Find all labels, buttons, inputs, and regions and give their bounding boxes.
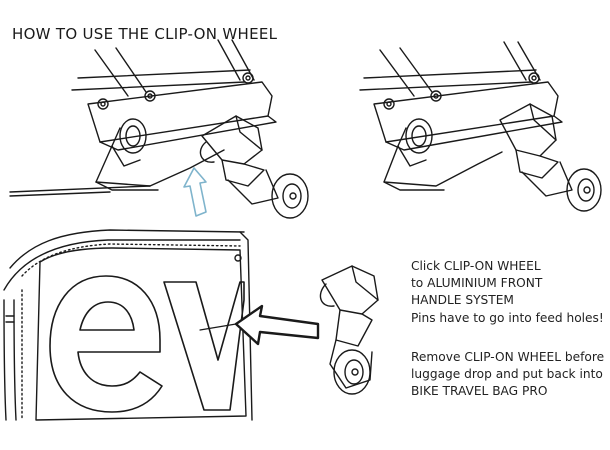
attach-line: Pins have to go into feed holes!: [411, 310, 604, 325]
attach-instructions: Click CLIP-ON WHEEL to ALUMINIUM FRONT H…: [411, 258, 604, 327]
attach-line: HANDLE SYSTEM: [411, 293, 514, 308]
clip-on-wheel: [319, 265, 379, 395]
attach-line: to ALUMINIUM FRONT: [411, 276, 543, 291]
bike-bag-front: [3, 229, 253, 421]
attach-line: Click CLIP-ON WHEEL: [411, 259, 541, 273]
diagram-title: HOW TO USE THE CLIP-ON WHEEL: [12, 25, 278, 43]
up-arrow-icon: [183, 167, 207, 217]
ev-logo: [49, 275, 245, 413]
brand-mark: ev: [0, 0, 2, 1]
remove-line: BIKE TRAVEL BAG PRO: [411, 384, 548, 399]
left-arrow-icon: [234, 304, 320, 346]
handle-system-after: [359, 41, 602, 212]
remove-line: luggage drop and put back into: [411, 367, 603, 382]
remove-line: Remove CLIP-ON WHEEL before: [411, 350, 605, 364]
remove-instructions: Remove CLIP-ON WHEEL before luggage drop…: [411, 349, 604, 401]
handle-system-before: [9, 39, 309, 219]
